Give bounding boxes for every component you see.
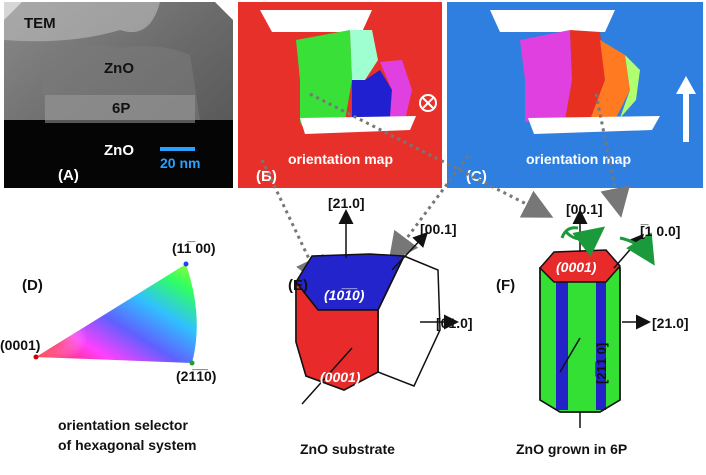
selector-corner-top: (11̅ 00) <box>172 240 216 256</box>
face-label-10-10: (10̅1̅0) <box>324 287 365 303</box>
panel-b-caption: orientation map <box>288 151 393 167</box>
panel-e-caption: ZnO substrate <box>300 441 395 457</box>
panel-tag-c: (C) <box>466 168 487 185</box>
axis-label-00-1: [00.1] <box>420 221 457 237</box>
panel-a-tem-image <box>4 2 233 188</box>
layer-label-tem: TEM <box>24 15 56 32</box>
tilt-arrow-icon <box>619 232 655 266</box>
panel-tag-f: (F) <box>496 277 515 294</box>
panel-b-orientation-map <box>238 2 442 188</box>
panel-f-grown-prism <box>538 249 621 413</box>
axis-label-01-0: [01.0] <box>436 315 473 331</box>
layer-label-6p: 6P <box>112 100 130 117</box>
substrate-normal-line <box>301 347 353 405</box>
panel-f-caption: ZnO grown in 6P <box>516 441 627 457</box>
panel-tag-d: (D) <box>22 277 43 294</box>
axis-label-grown-21-0: [21.0] <box>652 315 689 331</box>
scale-bar-label: 20 nm <box>160 155 200 171</box>
panel-d-orientation-selector <box>33 261 197 366</box>
panel-c-caption: orientation map <box>526 151 631 167</box>
panel-d-caption-line2: of hexagonal system <box>58 437 197 453</box>
layer-label-zno-top: ZnO <box>104 60 134 77</box>
panel-tag-e: (E) <box>288 277 308 294</box>
axis-arrow-00-1 <box>391 231 429 271</box>
panel-d-caption-line1: orientation selector <box>58 417 188 433</box>
into-page-icon <box>419 94 437 112</box>
panel-c-orientation-map <box>447 2 703 188</box>
panel-tag-b: (B) <box>256 168 277 185</box>
selector-corner-bottom: (21̅1̅0) <box>176 368 216 384</box>
axis-label-grown-10-0: [̅1 0.0] <box>640 223 681 239</box>
rotation-arrow-icon <box>564 226 606 257</box>
scale-bar <box>160 147 195 151</box>
face-label-0001-substrate: (0001) <box>320 369 361 385</box>
face-label-2110: [2̅1̅1 0] <box>594 343 609 384</box>
panel-tag-a: (A) <box>58 167 79 184</box>
selector-corner-left: (0001) <box>0 337 40 353</box>
face-label-0001-grown: (0001) <box>556 259 597 275</box>
layer-label-zno-bottom: ZnO <box>104 142 134 159</box>
grown-side-normal-line <box>559 337 581 373</box>
axis-label-grown-00-1: [00.1] <box>566 201 603 217</box>
panel-e-substrate-prism <box>295 253 441 391</box>
axis-label-21-0: [21.0] <box>328 195 365 211</box>
